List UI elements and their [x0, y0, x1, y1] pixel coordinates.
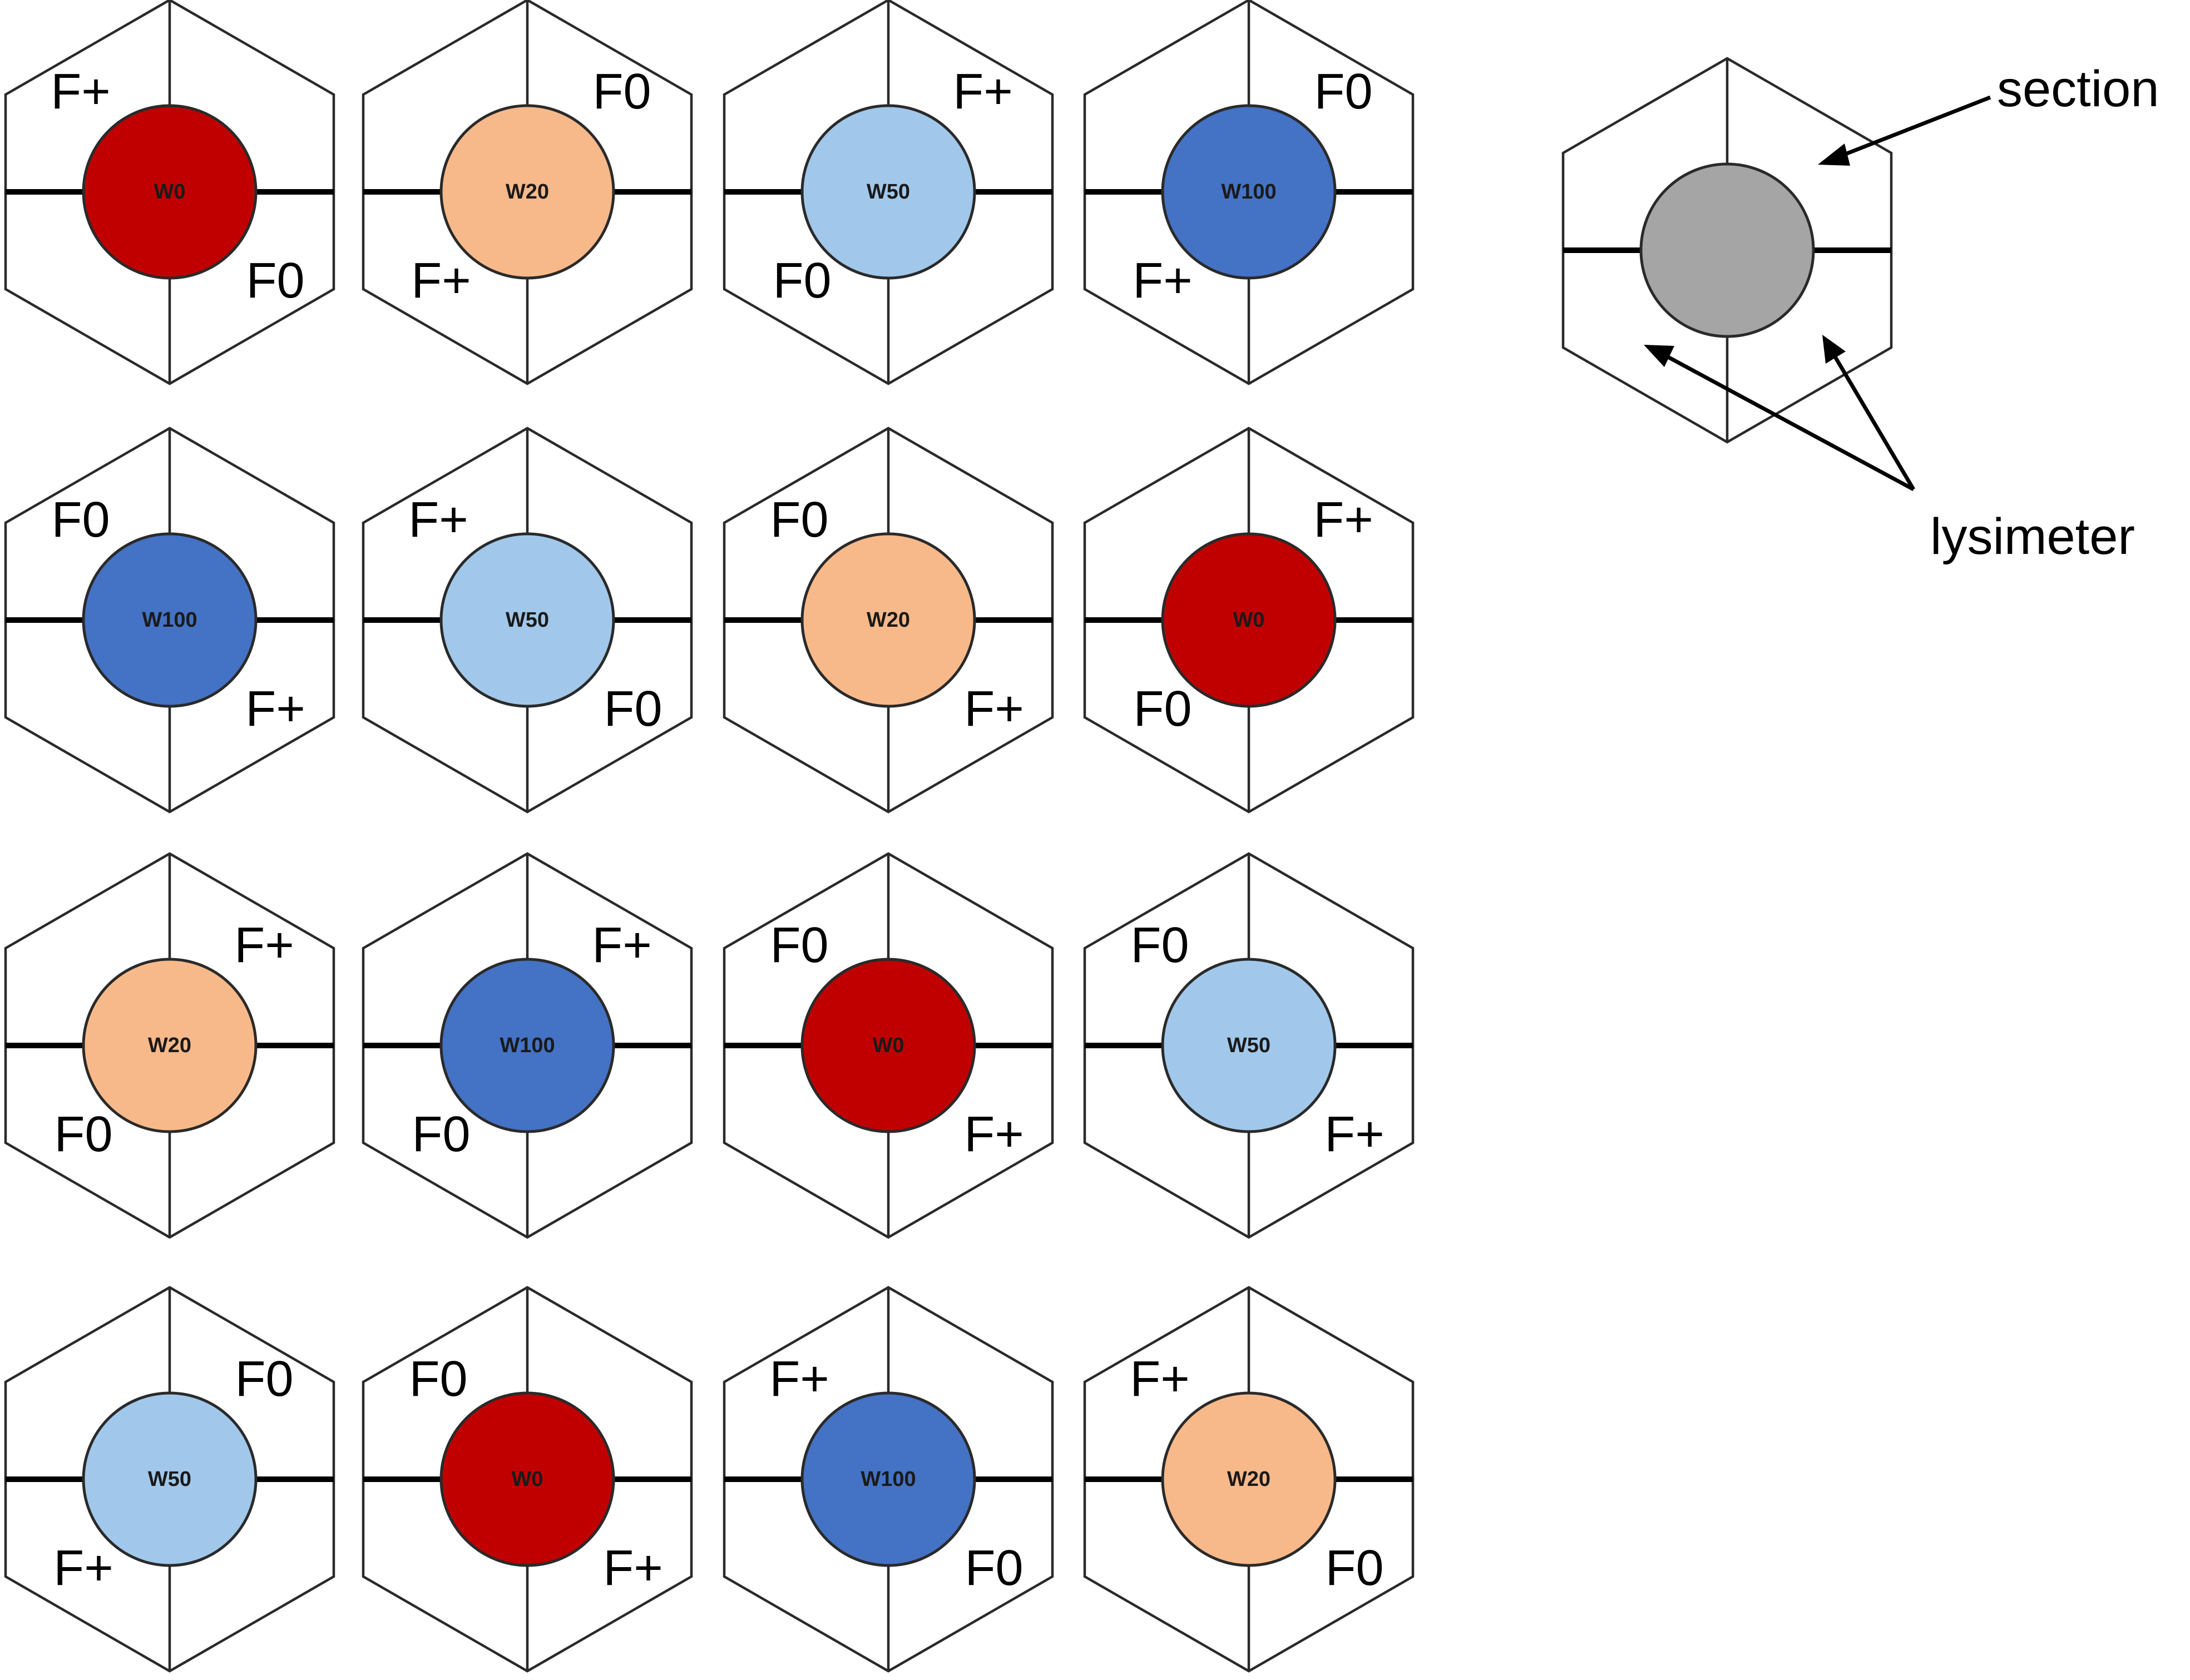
plot-11: W0 F0F+ [723, 852, 1054, 1239]
plot-6-section-circle [439, 532, 615, 708]
plot-5: W100 F0F+ [4, 427, 335, 814]
plot-10-section-circle [439, 958, 615, 1133]
plots-grid: W0F+F0W20F0F+W50F+F0W100F0F+W100F0F+W50F… [4, 0, 1415, 1673]
plot-3-section-circle [800, 104, 976, 280]
fertilizer-label-top: F0 [770, 918, 828, 973]
plot-2: W20 F0F+ [362, 0, 693, 385]
fertilizer-label-bottom: F0 [965, 1540, 1023, 1596]
plot-8: W0 F+ F0 [1083, 427, 1415, 814]
arrow-to-lysimeter-left [1644, 345, 1915, 492]
fertilizer-label-bottom: F+ [964, 681, 1024, 737]
plot-6: W50 F+ F0 [362, 427, 693, 814]
plot-14: W0 F0F+ [362, 1286, 693, 1673]
plot-13-section-circle [82, 1391, 258, 1567]
treatment-label: W100 [1221, 180, 1276, 204]
fertilizer-label-bottom: F0 [773, 253, 831, 309]
plot-4-section-circle [1161, 104, 1337, 280]
fertilizer-label-top: F+ [1313, 492, 1373, 548]
fertilizer-label-top: F0 [51, 492, 110, 548]
treatment-label: W20 [506, 180, 549, 204]
fertilizer-label-bottom: F0 [54, 1107, 112, 1162]
plot-3: W50 F+ F0 [723, 0, 1054, 385]
fertilizer-label-top: F0 [1314, 64, 1372, 120]
fertilizer-label-top: F0 [409, 1351, 467, 1407]
fertilizer-label-top: F0 [770, 492, 828, 548]
fertilizer-label-bottom: F0 [412, 1107, 470, 1162]
fertilizer-label-top: F+ [51, 64, 111, 120]
treatment-label: W20 [1227, 1468, 1271, 1491]
treatment-label: W20 [867, 608, 910, 632]
fertilizer-label-top: F+ [769, 1351, 829, 1407]
plot-12-section-circle [1161, 958, 1337, 1133]
fertilizer-label-top: F+ [234, 918, 294, 973]
plot-9: W20 F+ F0 [4, 852, 335, 1239]
treatment-label: W20 [148, 1034, 191, 1057]
plot-1: W0 F+ F0 [4, 0, 335, 385]
fertilizer-label-bottom: F+ [603, 1540, 663, 1596]
plot-16-section-circle [1161, 1391, 1337, 1567]
legend-lysimeter-label: lysimeter [1930, 508, 2135, 565]
plot-1-section-circle [82, 104, 258, 280]
fertilizer-label-bottom: F0 [246, 253, 304, 309]
treatment-label: W100 [861, 1468, 916, 1491]
plot-5-section-circle [82, 532, 258, 708]
plot-7-section-circle [800, 532, 976, 708]
plot-15-section-circle [800, 1391, 976, 1567]
treatment-label: W100 [142, 608, 197, 632]
plot-16: W20 F+ F0 [1083, 1286, 1415, 1673]
fertilizer-label-bottom: F0 [1133, 681, 1192, 737]
plot-9-section-circle [82, 958, 258, 1133]
fertilizer-label-top: F0 [1130, 918, 1189, 973]
treatment-label: W0 [512, 1468, 543, 1491]
plot-2-section-circle [439, 104, 615, 280]
fertilizer-label-top: F+ [953, 64, 1013, 120]
plot-13: W50 F0F+ [4, 1286, 335, 1673]
arrow-to-section [1818, 95, 1991, 166]
treatment-label: W0 [154, 180, 186, 204]
fertilizer-label-bottom: F0 [604, 681, 662, 737]
fertilizer-label-bottom: F+ [1324, 1107, 1385, 1162]
legend-hexagon [1561, 57, 1893, 444]
treatment-label: W50 [506, 608, 549, 632]
treatment-label: W0 [873, 1034, 904, 1057]
fertilizer-label-top: F+ [1130, 1351, 1190, 1407]
fertilizer-label-bottom: F0 [1325, 1540, 1383, 1596]
plot-11-section-circle [800, 958, 976, 1133]
fertilizer-label-bottom: F+ [964, 1107, 1024, 1162]
treatment-label: W50 [148, 1468, 191, 1491]
arrow-to-lysimeter-right [1822, 335, 1916, 490]
fertilizer-label-bottom: F+ [1133, 253, 1193, 309]
treatment-label: W50 [1227, 1034, 1271, 1057]
treatment-label: W100 [500, 1034, 555, 1057]
legend: section lysimeter [1561, 57, 2159, 565]
treatment-label: W50 [867, 180, 910, 204]
legend-section-label: section [1997, 61, 2159, 117]
plot-4: W100 F0F+ [1083, 0, 1415, 385]
fertilizer-label-bottom: F+ [53, 1540, 113, 1596]
fertilizer-label-top: F+ [408, 492, 468, 548]
plot-12: W50 F0F+ [1083, 852, 1415, 1239]
plot-14-section-circle [439, 1391, 615, 1567]
plot-15: W100 F+ F0 [723, 1286, 1054, 1673]
plot-10: W100 F+ F0 [362, 852, 693, 1239]
fertilizer-label-top: F+ [592, 918, 652, 973]
plot-8-section-circle [1161, 532, 1337, 708]
legend-hex-section-circle [1639, 162, 1815, 338]
treatment-label: W0 [1233, 608, 1265, 632]
fertilizer-label-bottom: F+ [411, 253, 471, 309]
fertilizer-label-top: F0 [592, 64, 651, 120]
fertilizer-label-bottom: F+ [245, 681, 305, 737]
plot-7: W20 F0F+ [723, 427, 1054, 814]
fertilizer-label-top: F0 [235, 1351, 293, 1407]
